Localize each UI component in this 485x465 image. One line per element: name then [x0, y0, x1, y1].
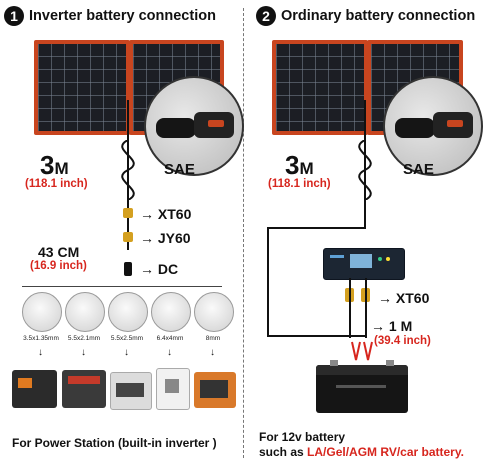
left-cable-inch: (118.1 inch)	[25, 178, 88, 190]
right-cable-inch: (118.1 inch)	[268, 178, 331, 190]
xt60-label-left: → XT60	[140, 206, 192, 222]
battery-types-highlight: LA/Gel/AGM RV/car battery.	[307, 445, 464, 459]
right-footer-line1: For 12v battery	[259, 430, 346, 444]
xt60-label-right: → XT60	[378, 290, 430, 306]
wire-loop	[267, 220, 366, 337]
right-sae-label: SAE	[403, 161, 434, 178]
battery-cable-inch: (39.4 inch)	[374, 335, 431, 347]
power-station-3-icon	[110, 372, 152, 410]
dc-tip-5-label: 8mm	[205, 335, 221, 342]
dc-tip-3-label: 5.5x2.5mm	[110, 335, 144, 342]
left-sae-label: SAE	[164, 161, 195, 178]
jy60-label: → JY60	[140, 230, 191, 246]
controller-wire-a	[349, 278, 351, 338]
right-footer-line2: such as LA/Gel/AGM RV/car battery.	[259, 445, 464, 459]
dc-tip-5-icon	[194, 292, 234, 332]
battery-cable-length: → 1 M	[371, 318, 413, 334]
left-cable-length: 3M	[40, 150, 69, 180]
dc-tip-2-icon	[65, 292, 105, 332]
jy60-connector	[123, 232, 133, 242]
dc-connector	[124, 262, 132, 276]
controller-wire-b	[365, 278, 367, 338]
power-station-4-icon	[156, 368, 190, 410]
sae-connector-zoom-right	[383, 76, 483, 176]
solar-panel-right-a	[272, 40, 368, 135]
sae-connector-zoom	[144, 76, 244, 176]
power-station-1-icon	[12, 370, 57, 408]
right-cable	[364, 100, 366, 220]
ext-length: 43 CM	[38, 244, 80, 260]
cable-coil-left	[121, 140, 135, 200]
dc-label: → DC	[140, 261, 179, 277]
dc-tip-1-icon	[22, 292, 62, 332]
left-title: Inverter battery connection	[29, 8, 216, 24]
down-arrow-icon: ↓	[124, 347, 129, 358]
right-title: Ordinary battery connection	[281, 8, 476, 24]
down-arrow-icon: ↓	[81, 347, 86, 358]
ext-inch: (16.9 inch)	[30, 260, 87, 272]
power-station-5-icon	[194, 372, 236, 408]
dc-tip-1-label: 3.5x1.35mm	[23, 335, 59, 342]
xt60-connector-left	[123, 208, 133, 218]
down-arrow-icon: ↓	[210, 347, 215, 358]
cable-coil-right	[358, 140, 372, 200]
charge-controller-icon	[323, 248, 405, 280]
down-arrow-icon: ↓	[38, 347, 43, 358]
left-header: 1 Inverter battery connection	[4, 6, 216, 26]
alligator-clips-icon	[351, 341, 373, 361]
down-arrow-icon: ↓	[167, 347, 172, 358]
power-station-2-icon	[62, 370, 106, 408]
battery-icon	[316, 360, 408, 413]
tips-bracket	[22, 286, 222, 288]
step-2-badge: 2	[256, 6, 276, 26]
step-1-badge: 1	[4, 6, 24, 26]
dc-tip-3-icon	[108, 292, 148, 332]
dc-tip-4-icon	[151, 292, 191, 332]
solar-panel-left-a	[34, 40, 130, 135]
dc-tip-2-label: 5.5x2.1mm	[67, 335, 101, 342]
dc-tip-4-label: 6.4x4mm	[156, 335, 184, 342]
section-divider	[243, 8, 244, 458]
right-cable-length: 3M	[285, 150, 314, 180]
right-header: 2 Ordinary battery connection	[256, 6, 475, 26]
left-cable	[127, 100, 129, 250]
left-footer: For Power Station (built-in inverter )	[12, 436, 217, 450]
